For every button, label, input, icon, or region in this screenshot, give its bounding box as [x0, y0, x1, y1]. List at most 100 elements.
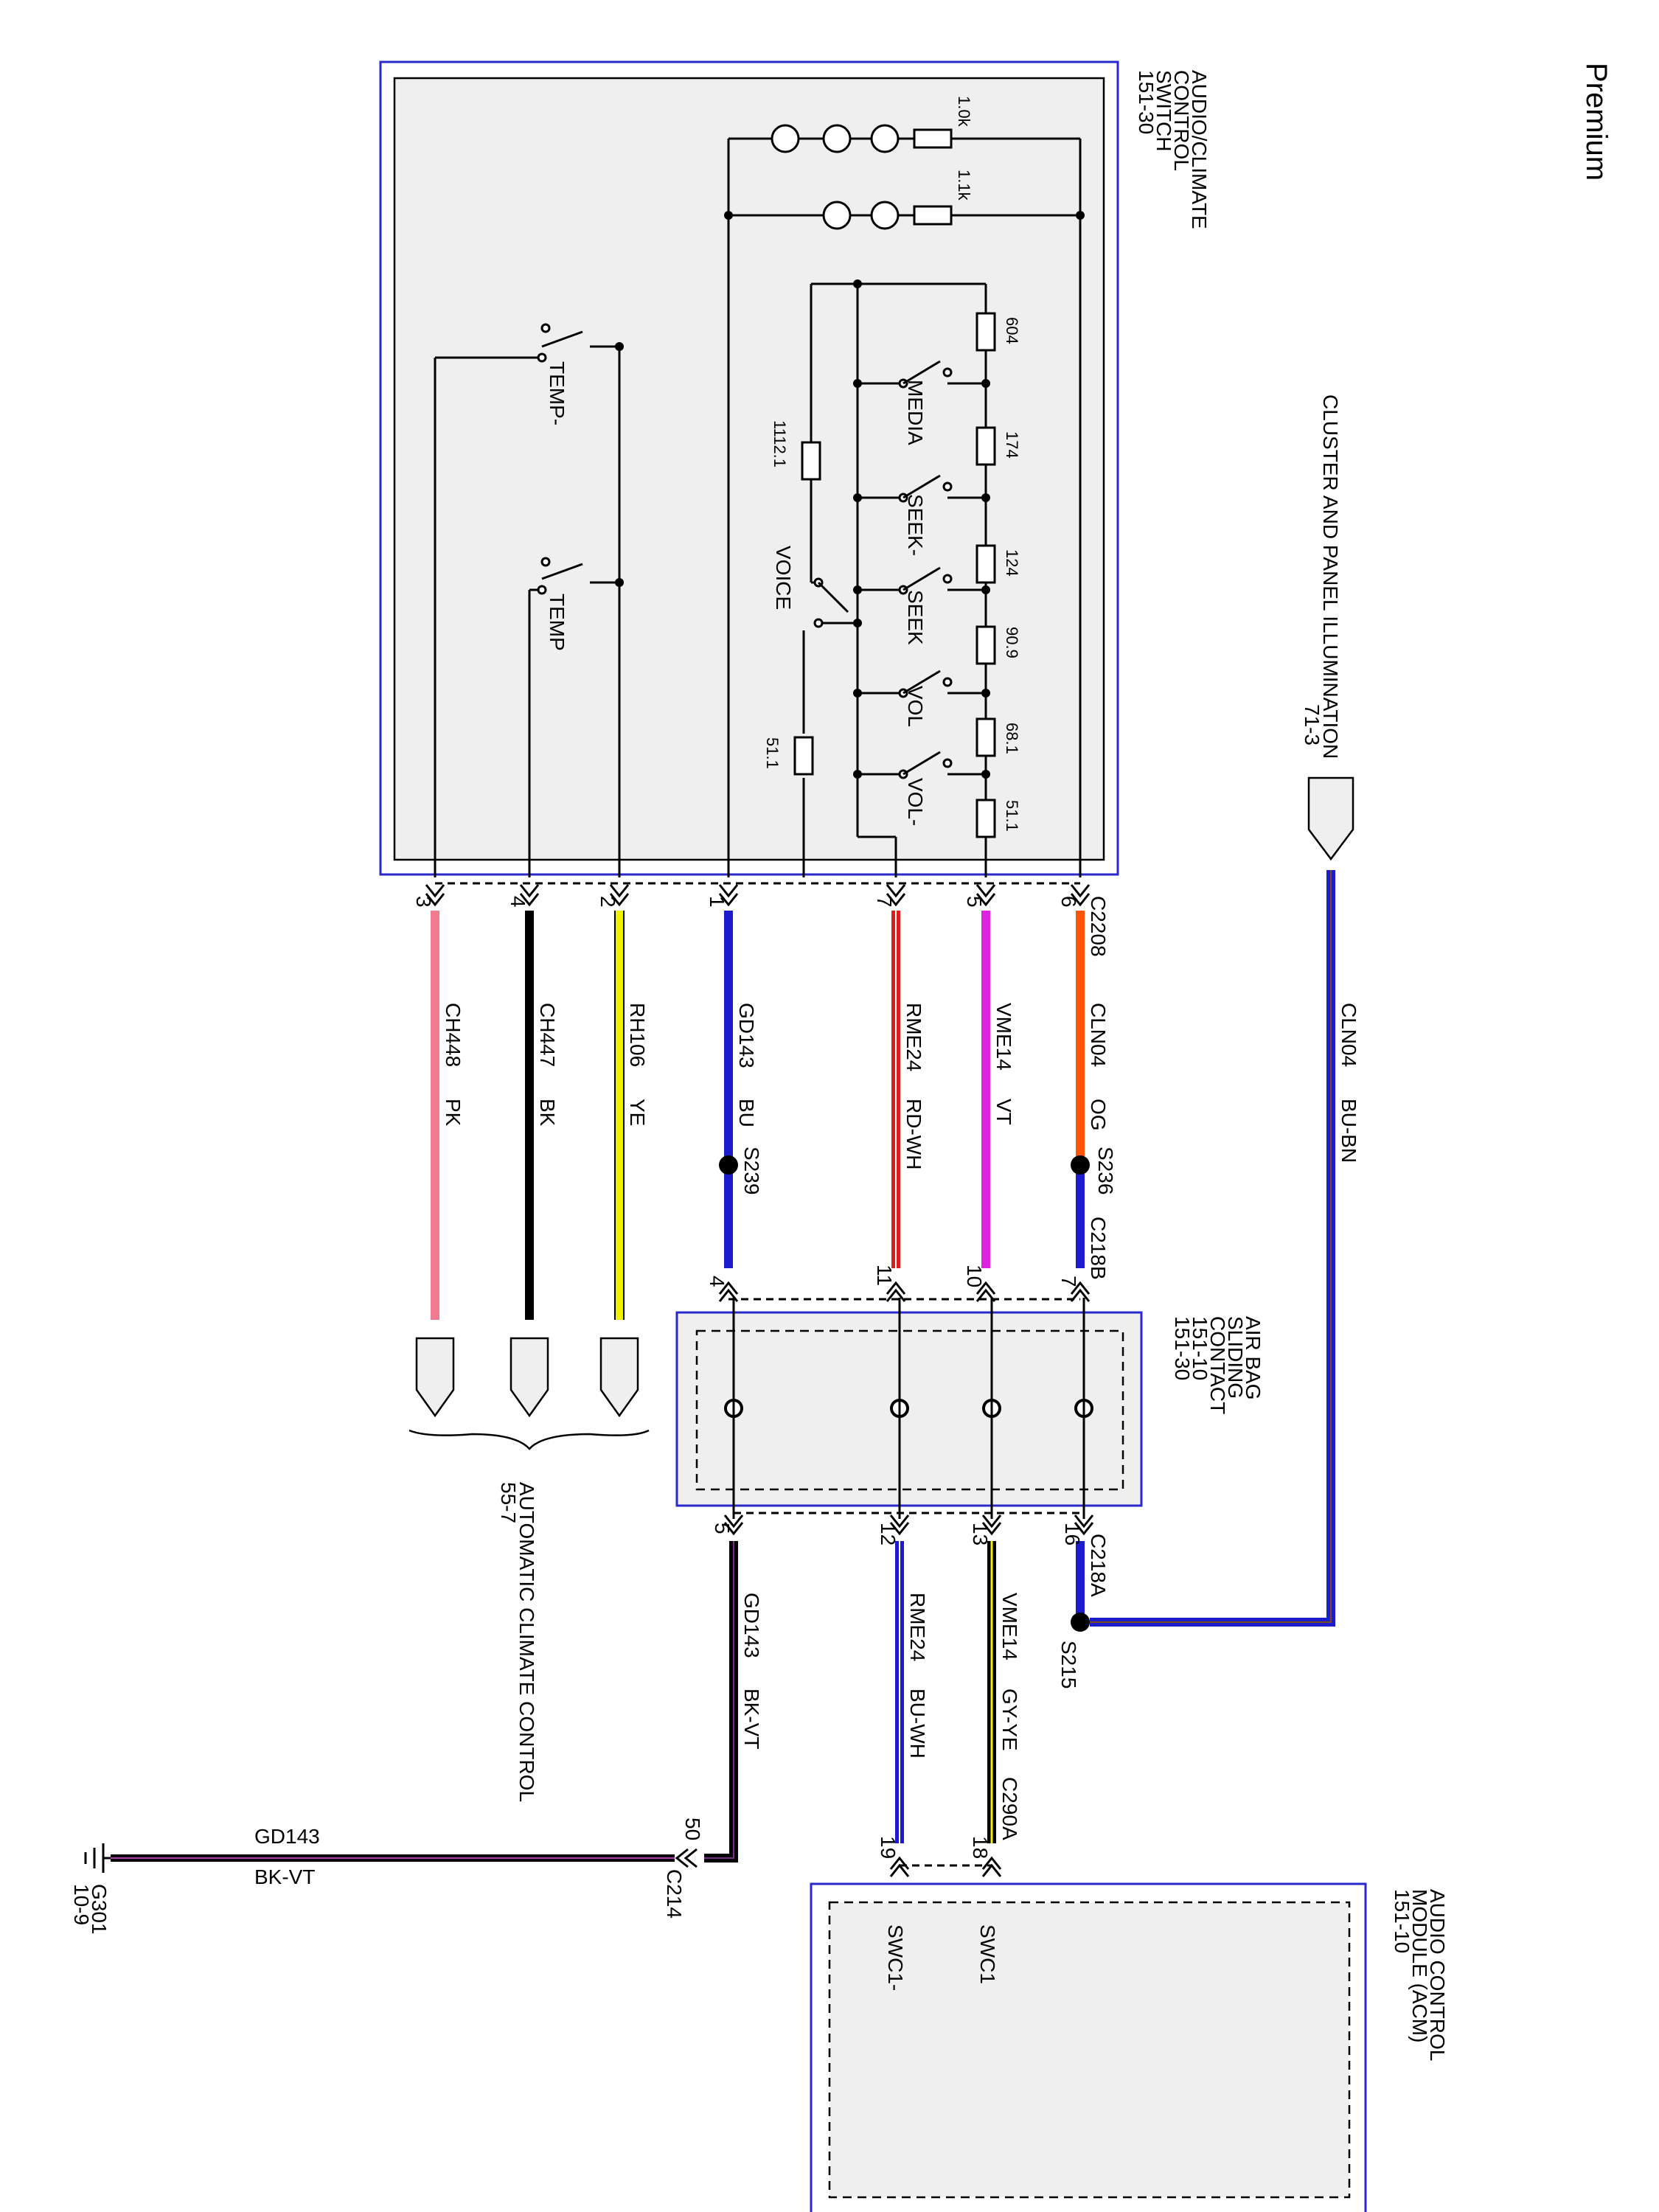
ground-symbol-icon	[84, 1843, 111, 1873]
wire-label-color: BU-WH	[906, 1688, 929, 1759]
svg-text:2: 2	[597, 896, 619, 908]
svg-text:151-30: 151-30	[1135, 70, 1158, 134]
audio-climate-control-switch: AUDIO/CLIMATE CONTROL SWITCH 151-30	[379, 60, 1211, 876]
led-icon	[822, 201, 852, 230]
illumination-leds	[771, 124, 900, 230]
connector-chevrons	[425, 884, 1094, 1877]
resistor-51-1: 51.1	[1003, 800, 1021, 832]
pin-numbers: 3 4 2 1 7 5 6 4 11 10 7 5 12 13 16 19 18…	[412, 896, 1084, 1859]
svg-text:16: 16	[1061, 1523, 1084, 1545]
audio-control-module: AUDIO CONTROL MODULE (ACM) 151-10 SWC1 S…	[810, 1882, 1449, 2212]
svg-text:151-10: 151-10	[1391, 1889, 1413, 1953]
led-icon	[822, 124, 852, 153]
wire-label-color: YE	[626, 1099, 649, 1126]
acm-pin-swc1: SWC1	[976, 1924, 999, 1984]
junction-dots	[615, 211, 1085, 779]
wire-label-circuit: CLN04	[1338, 1003, 1360, 1067]
switch-label-temp: TEMP	[546, 594, 568, 651]
audio-switch-name: AUDIO/CLIMATE CONTROL SWITCH 151-30	[1135, 70, 1211, 229]
connector-names: C2208 C218B C218A C290A C214	[663, 896, 1110, 1919]
splice-labels: S236 S239 S215	[740, 1147, 1117, 1688]
wire-label-color: RD-WH	[902, 1099, 925, 1169]
svg-text:10-9: 10-9	[70, 1884, 93, 1925]
wires	[111, 870, 1335, 1863]
splice-s239	[719, 1155, 738, 1175]
splices	[719, 1155, 1090, 1632]
svg-text:CLUSTER AND PANEL ILLUMINATION: CLUSTER AND PANEL ILLUMINATION	[1319, 394, 1342, 759]
switch-contacts	[537, 323, 953, 779]
acm-pin-swc1-minus: SWC1-	[884, 1924, 907, 1991]
svg-text:4: 4	[507, 896, 529, 908]
svg-text:50: 50	[681, 1818, 704, 1840]
led-icon	[771, 124, 800, 153]
wire-label-color: PK	[442, 1099, 465, 1127]
switch-label-media: MEDIA	[904, 380, 927, 445]
switch-label-seek-minus: SEEK-	[904, 494, 927, 556]
airbag-name: AIR BAG SLIDING CONTACT 151-10 151-30	[1171, 1316, 1265, 1414]
svg-text:AIR BAG: AIR BAG	[1242, 1316, 1265, 1400]
page-title: Premium	[1580, 63, 1613, 181]
resistors	[793, 128, 996, 838]
svg-text:AUDIO/CLIMATE: AUDIO/CLIMATE	[1188, 70, 1211, 229]
connector-c218a: C218A	[1087, 1534, 1110, 1597]
resistor-174: 174	[1003, 431, 1021, 459]
wire-label-circuit: RH106	[626, 1003, 649, 1067]
wire-label-circuit: GD143	[740, 1593, 763, 1658]
wire-label-color: BU	[735, 1099, 758, 1127]
led-icon	[870, 201, 900, 230]
svg-text:3: 3	[412, 896, 435, 908]
svg-text:5: 5	[711, 1523, 734, 1534]
svg-text:S215: S215	[1057, 1641, 1080, 1688]
wire-label-circuit: CLN04	[1087, 1003, 1110, 1067]
wire-label-color: BK-VT	[740, 1688, 763, 1749]
resistor-51-1-voice: 51.1	[763, 737, 782, 769]
svg-text:S239: S239	[740, 1147, 763, 1194]
switch-label-vol-minus: VOL-	[904, 778, 927, 826]
wire-label-circuit: CH447	[536, 1003, 559, 1067]
svg-text:12: 12	[877, 1523, 900, 1545]
svg-text:7: 7	[1057, 1276, 1080, 1287]
svg-text:151-30: 151-30	[1171, 1316, 1194, 1380]
automatic-climate-control: AUTOMATIC CLIMATE CONTROL 55-7	[408, 1337, 650, 1802]
resistor-1-1k: 1.1k	[955, 170, 973, 201]
svg-text:151-10: 151-10	[1189, 1316, 1211, 1380]
svg-text:1: 1	[706, 896, 728, 908]
wire-label-color: GY-YE	[998, 1688, 1021, 1751]
resistor-604: 604	[1003, 317, 1021, 344]
svg-text:18: 18	[969, 1836, 992, 1859]
switch-label-temp-minus: TEMP-	[546, 361, 568, 425]
connector-c2208: C2208	[1087, 896, 1110, 957]
led-icon	[870, 124, 900, 153]
connector-c214: C214	[663, 1869, 686, 1919]
svg-text:AUDIO CONTROL: AUDIO CONTROL	[1426, 1889, 1449, 2061]
svg-text:6: 6	[1057, 896, 1080, 908]
cluster-panel-illumination: CLUSTER AND PANEL ILLUMINATION 71-3	[1301, 394, 1354, 861]
resistor-1-0k: 1.0k	[955, 96, 973, 128]
svg-text:CONTACT: CONTACT	[1206, 1316, 1229, 1414]
switch-label-seek: SEEK	[904, 590, 927, 645]
wire-label-color: OG	[1087, 1099, 1110, 1131]
svg-text:71-3: 71-3	[1301, 704, 1324, 745]
svg-text:10: 10	[963, 1265, 986, 1287]
wire-label-color: BU-BN	[1338, 1099, 1360, 1163]
svg-text:SWITCH: SWITCH	[1152, 70, 1175, 151]
wire-label-color: BK	[536, 1099, 559, 1127]
air-bag-sliding-contact: AIR BAG SLIDING CONTACT 151-10 151-30	[675, 1311, 1265, 1507]
resistor-values: 604 174 124 90.9 68.1 51.1 1112.1 51.1 1…	[763, 96, 1021, 832]
acm-name: AUDIO CONTROL MODULE (ACM) 151-10	[1391, 1889, 1449, 2061]
wire-labels: CH448 PK CH447 BK RH106 YE GD143 BU RME2…	[254, 1003, 1360, 1888]
wire-label-color: BK-VT	[254, 1865, 315, 1888]
ground-label: G301 10-9	[70, 1884, 111, 1935]
wire-label-circuit: GD143	[735, 1003, 758, 1068]
resistor-90-9: 90.9	[1003, 627, 1021, 658]
svg-text:5: 5	[963, 896, 986, 908]
svg-text:55-7: 55-7	[497, 1482, 520, 1523]
svg-text:CONTROL: CONTROL	[1170, 70, 1193, 171]
splice-s215	[1071, 1613, 1090, 1632]
connector-c290a: C290A	[998, 1777, 1021, 1840]
svg-text:7: 7	[873, 896, 896, 908]
resistor-1112-1: 1112.1	[771, 420, 789, 467]
svg-text:SLIDING: SLIDING	[1224, 1316, 1247, 1399]
svg-text:AUTOMATIC CLIMATE CONTROL: AUTOMATIC CLIMATE CONTROL	[515, 1482, 538, 1802]
wire-label-circuit: VME14	[992, 1003, 1015, 1071]
